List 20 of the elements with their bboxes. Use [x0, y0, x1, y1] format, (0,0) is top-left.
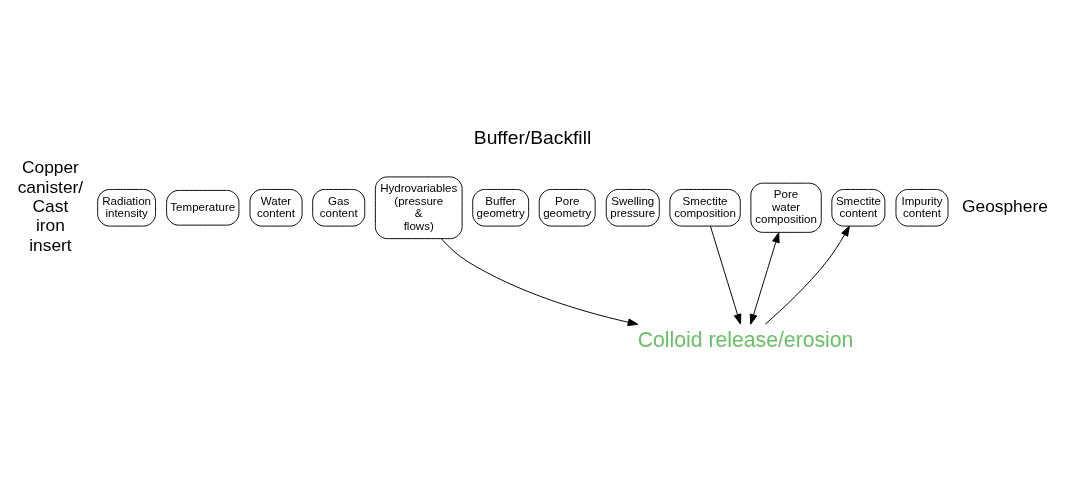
node-box: Gas content — [312, 188, 366, 227]
diagram-title: Buffer/Backfill — [473, 126, 592, 148]
node-box: Smectite composition — [669, 188, 741, 227]
node-box: Water content — [249, 188, 303, 227]
node-text: Colloid release/erosion — [637, 327, 854, 351]
arrow — [710, 225, 742, 325]
node-box: Temperature — [166, 189, 240, 226]
arrow — [440, 237, 639, 326]
node-box: Hydrovariables (pressure & flows) — [374, 175, 463, 239]
node-box: Buffer geometry — [472, 188, 530, 227]
arrow — [764, 225, 850, 325]
node-box: Pore water composition — [750, 182, 822, 233]
node-box: Radiation intensity — [97, 188, 156, 227]
label: Geosphere — [962, 195, 1048, 216]
arrow — [749, 231, 780, 325]
node-box: Impurity content — [895, 188, 949, 227]
label: Copper canister/ Cast iron insert — [17, 156, 84, 255]
node-box: Swelling pressure — [605, 188, 660, 227]
node-box: Pore geometry — [538, 188, 596, 227]
node-box: Smectite content — [831, 188, 886, 227]
